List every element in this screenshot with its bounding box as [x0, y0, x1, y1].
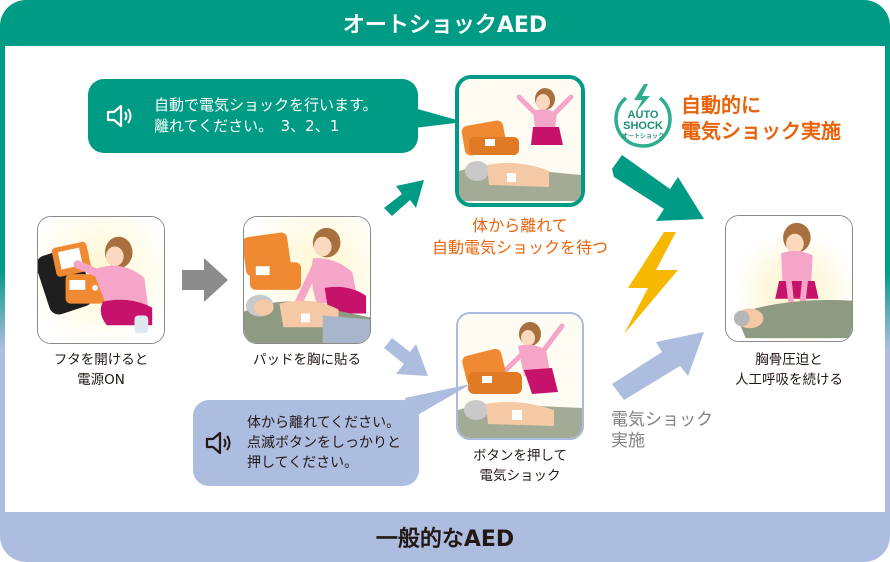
svg-text:SHOCK: SHOCK [623, 120, 663, 132]
woman-opening-aed-illustration [38, 217, 164, 343]
woman-performing-cpr-illustration [726, 216, 852, 341]
step-manual-press-image [456, 312, 584, 440]
manual-shock-label: 電気ショック 実施 [611, 410, 713, 451]
standard-aed-footer: 一般的なAED [375, 527, 515, 552]
speaker-icon [106, 104, 132, 128]
manual-voice-text: 体から離れてください。 点滅ボタンをしっかりと 押してください。 [247, 415, 401, 471]
step-attach-pads-image [243, 216, 371, 344]
step-open-lid-caption: フタを開けると 電源ON [53, 352, 149, 388]
step-open-lid-image [37, 216, 165, 344]
auto-shock-aed-header: オートショックAED [342, 13, 548, 38]
auto-shock-label: 自動的に 電気ショック実施 [681, 93, 841, 143]
step-cpr-caption: 胸骨圧迫と 人工呼吸を続ける [735, 352, 843, 388]
arrow-up-right-green-icon [384, 180, 424, 216]
step-auto-wait-image [455, 75, 585, 207]
auto-shock-badge: AUTO SHOCK オートショック [614, 84, 672, 148]
woman-attaching-pads-illustration [244, 217, 370, 343]
manual-bubble-tail [405, 384, 471, 420]
manual-voice-bubble: 体から離れてください。 点滅ボタンをしっかりと 押してください。 [193, 400, 419, 486]
svg-text:AUTO: AUTO [628, 109, 659, 121]
speaker-icon [205, 431, 231, 455]
step-attach-pads-caption: パッドを胸に貼る [253, 352, 361, 368]
lightning-bolt-icon [624, 232, 678, 334]
woman-stepping-away-illustration [459, 79, 581, 203]
step-cpr-image [725, 215, 853, 342]
auto-voice-bubble: 自動で電気ショックを行います。 離れてください。 3、2、1 [88, 79, 418, 153]
auto-bubble-tail [414, 108, 464, 128]
arrow-down-right-green-icon [612, 155, 704, 221]
arrow-right-icon [182, 258, 228, 302]
svg-text:オートショック: オートショック [622, 132, 664, 140]
arrow-down-right-blue-icon [384, 338, 428, 376]
step-manual-press-caption: ボタンを押して 電気ショック [472, 448, 568, 484]
step-auto-wait-caption: 体から離れて 自動電気ショックを待つ [431, 216, 608, 257]
arrow-up-right-blue-icon [612, 332, 704, 400]
lightning-bolt-icon [634, 84, 650, 112]
auto-voice-text: 自動で電気ショックを行います。 離れてください。 3、2、1 [154, 96, 378, 135]
woman-pressing-button-illustration [458, 314, 582, 438]
